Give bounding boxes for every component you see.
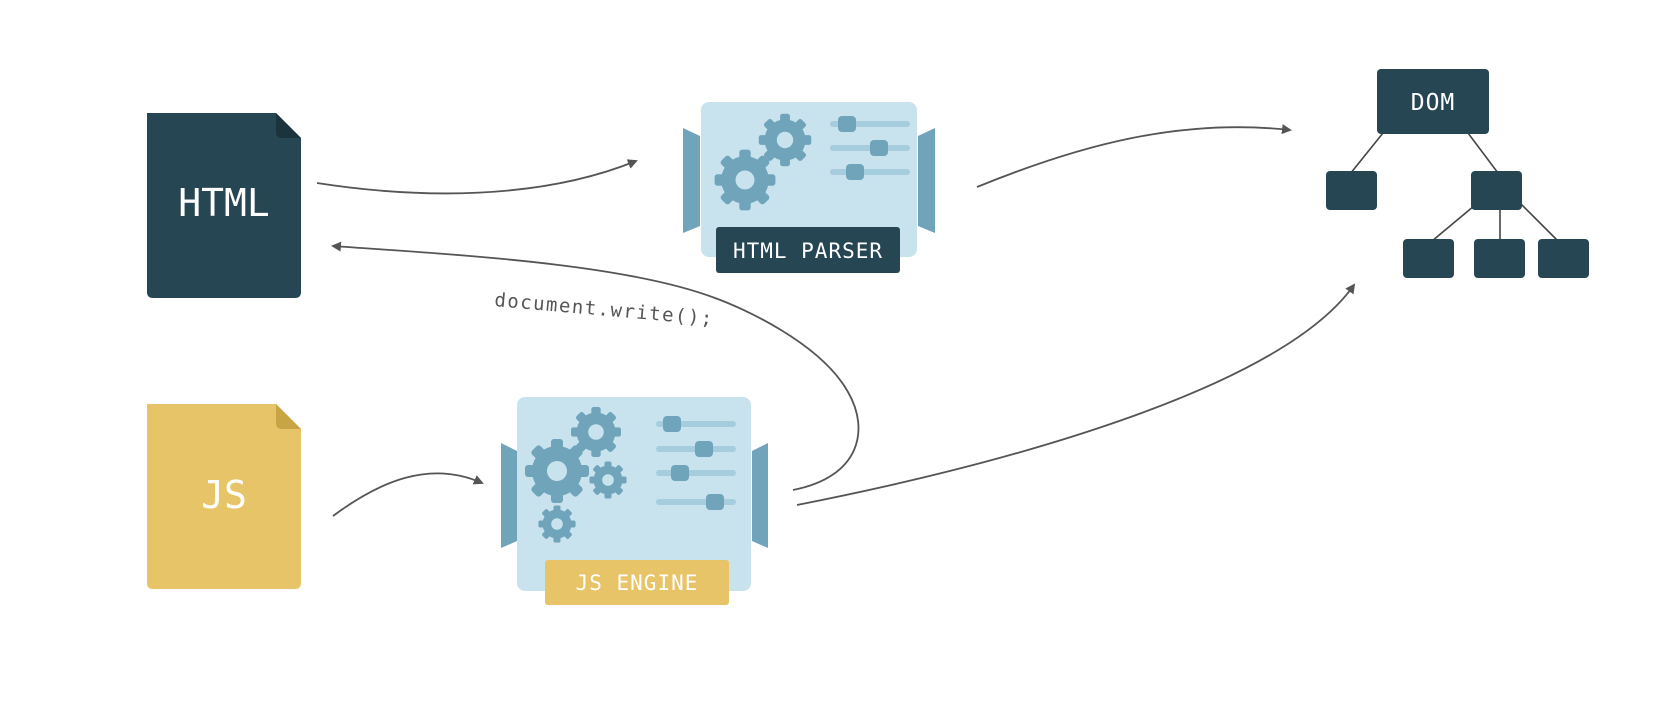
js-file-label: JS (201, 473, 247, 517)
engine-label-plate (545, 560, 729, 605)
parser-label-plate (716, 227, 900, 273)
dom-node (1538, 239, 1589, 278)
js-engine-machine: JS ENGINE (501, 397, 768, 605)
html-file-icon: HTML (147, 113, 301, 298)
slider-icon (656, 441, 736, 457)
document-write-annotation: document.write(); (494, 289, 715, 330)
js-engine-label: JS ENGINE (576, 571, 699, 595)
dom-tree: DOM (1326, 69, 1589, 278)
dom-node (1326, 171, 1377, 210)
dom-root-node (1377, 69, 1489, 134)
arrow-js-to-engine (332, 472, 484, 517)
dom-node (1474, 239, 1525, 278)
dom-node (1403, 239, 1454, 278)
slider-icon (656, 465, 736, 481)
js-file-icon: JS (147, 404, 301, 589)
slider-icon (830, 164, 910, 180)
arrow-parser-to-dom (976, 124, 1292, 188)
slider-icon (830, 116, 910, 132)
slider-icon (656, 416, 736, 432)
slider-icon (830, 140, 910, 156)
arrow-html-to-parser (316, 159, 638, 195)
dom-tree-edges (1349, 132, 1559, 242)
gear-icon (714, 149, 776, 211)
html-parser-label: HTML PARSER (733, 239, 883, 263)
gear-icon (758, 113, 812, 167)
gear-icon (589, 461, 627, 499)
html-parser-machine: HTML PARSER (683, 102, 935, 273)
arrow-engine-to-dom (796, 283, 1356, 506)
dom-node (1471, 171, 1522, 210)
dom-label: DOM (1411, 90, 1456, 116)
html-file-label: HTML (178, 181, 270, 225)
arrow-document-write (331, 241, 860, 491)
slider-icon (656, 494, 736, 510)
gear-icon (538, 505, 576, 543)
gear-icon (571, 407, 621, 457)
